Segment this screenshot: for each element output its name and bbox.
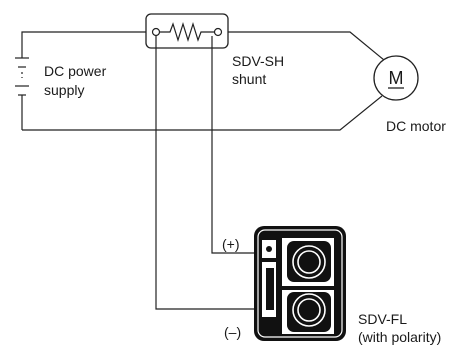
- shunt-label-line2: shunt: [232, 71, 266, 87]
- meter-label-line2: (with polarity): [358, 329, 441, 345]
- resistor-icon: [160, 21, 214, 43]
- minus-label: (–): [224, 324, 241, 340]
- battery-icon: [15, 45, 29, 130]
- power-supply-label-line2: supply: [44, 82, 84, 98]
- power-supply-label-line1: DC power: [44, 63, 107, 79]
- meter-device-icon: [254, 226, 346, 341]
- shunt-box: [145, 13, 229, 49]
- sense-wire-minus: [155, 36, 256, 310]
- sense-wire-plus: [211, 36, 256, 254]
- wire-top-left: [21, 31, 146, 45]
- motor-label: DC motor: [386, 118, 446, 134]
- motor-symbol: M: [389, 68, 404, 88]
- shunt-label-line1: SDV-SH: [232, 53, 284, 69]
- plus-label: (+): [222, 236, 240, 252]
- motor-icon: [373, 55, 419, 101]
- wire-top-right: [228, 31, 385, 61]
- wire-bottom: [22, 95, 383, 131]
- meter-label-line1: SDV-FL: [358, 311, 407, 327]
